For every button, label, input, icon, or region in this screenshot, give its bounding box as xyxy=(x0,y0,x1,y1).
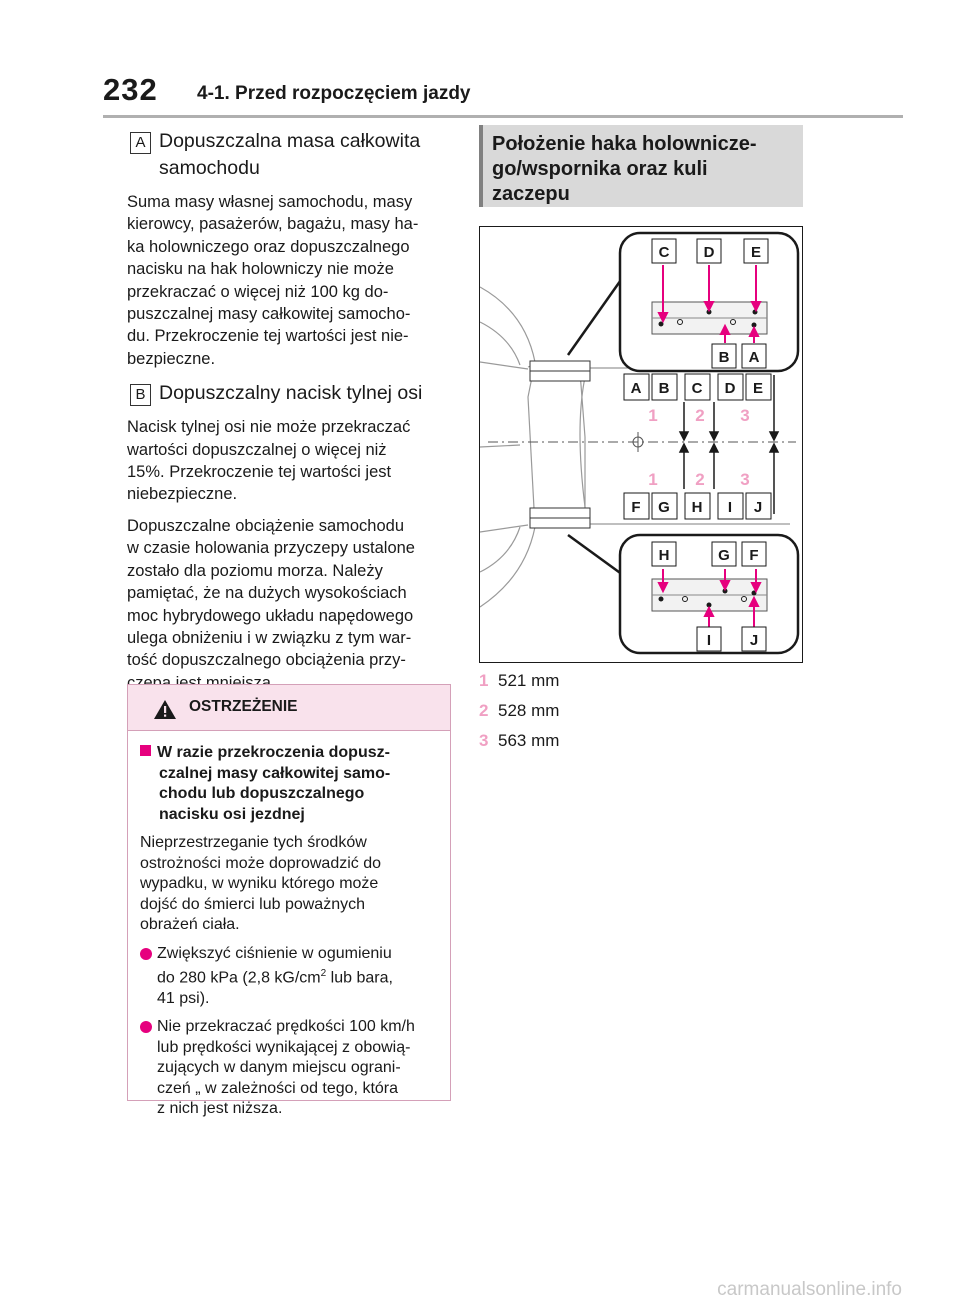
middle-bottom-labels: F G H I J xyxy=(623,492,772,520)
round-bullet-icon xyxy=(140,947,152,960)
warning-bullet-speed: Nie przekraczać prędkości 100 km/h lub p… xyxy=(140,1017,440,1120)
label-mid-j: J xyxy=(754,499,762,516)
label-mid-i: I xyxy=(728,499,732,516)
dim-number-3-bottom: 3 xyxy=(740,470,749,489)
label-bot-f: F xyxy=(749,547,758,564)
item-a-heading: A Dopuszczalna masa całkowita samochodu xyxy=(127,128,453,182)
warning-title: OSTRZEŻENIE xyxy=(189,698,298,715)
warning-heading: W razie przekroczenia dopusz- czalnej ma… xyxy=(140,743,440,825)
bottom-pink-arrows xyxy=(657,569,762,627)
top-pink-arrows xyxy=(657,265,762,343)
dim-number-3-top: 3 xyxy=(740,406,749,425)
section-heading: Położenie haka holownicze- go/wspornika … xyxy=(479,125,803,207)
dimension-arrows xyxy=(678,375,780,514)
label-top-a: A xyxy=(749,349,760,366)
warning-header: OSTRZEŻENIE xyxy=(128,685,450,731)
label-mid-a: A xyxy=(631,380,642,397)
label-mid-b: B xyxy=(659,380,670,397)
warning-bullet-pressure: Zwiększyć ciśnienie w ogumieniu do 280 k… xyxy=(140,944,440,1010)
page-number: 232 xyxy=(103,72,158,107)
item-b-text: Nacisk tylnej osi nie może przekraczać w… xyxy=(127,418,411,504)
label-top-c: C xyxy=(659,244,670,261)
label-top-b: B xyxy=(719,349,730,366)
dim-number-2-bottom: 2 xyxy=(695,470,704,489)
dim-number-1-top: 1 xyxy=(648,406,657,425)
dim-number-2-top: 2 xyxy=(695,406,704,425)
page-header: 232 4-1. Przed rozpoczęciem jazdy xyxy=(0,0,960,118)
warning-box: OSTRZEŻENIE W razie przekroczenia dopusz… xyxy=(127,684,451,1117)
hitch-diagram-svg: C D E B A A B C D E 1 2 3 1 2 3 xyxy=(480,231,800,655)
top-inset-labels: C D E B A xyxy=(651,238,769,369)
left-column: A Dopuszczalna masa całkowita samochodu … xyxy=(127,125,453,694)
item-a-title-line: Dopuszczalna masa całkowita xyxy=(159,130,421,152)
callout-lines xyxy=(566,276,625,577)
chapter-title: 4-1. Przed rozpoczęciem jazdy xyxy=(197,83,471,104)
label-bot-g: G xyxy=(718,547,730,564)
label-bot-h: H xyxy=(659,547,670,564)
altitude-paragraph: Dopuszczalne obciążenie samochodu w czas… xyxy=(127,516,415,692)
dim-number-1-bottom: 1 xyxy=(648,470,657,489)
car-outline xyxy=(480,286,586,608)
label-mid-f: F xyxy=(631,499,640,516)
label-bot-i: I xyxy=(707,632,711,649)
item-b-title: Dopuszczalny nacisk tylnej osi xyxy=(159,382,423,405)
label-top-e: E xyxy=(751,244,761,261)
label-mid-d: D xyxy=(725,380,736,397)
item-a-marker: A xyxy=(130,132,151,154)
label-mid-e: E xyxy=(753,380,763,397)
middle-top-labels: A B C D E xyxy=(623,373,772,401)
square-bullet-icon xyxy=(140,745,151,756)
hitch-position-diagram: C D E B A A B C D E 1 2 3 1 2 3 xyxy=(479,226,803,663)
label-mid-g: G xyxy=(658,499,670,516)
header-divider xyxy=(103,115,903,118)
warning-text: Nieprzestrzeganie tych środków ostrożnoś… xyxy=(140,834,382,933)
warning-triangle-icon xyxy=(154,700,176,719)
item-b-marker: B xyxy=(130,384,151,407)
dimension-numbers: 1 2 3 1 2 3 xyxy=(648,406,749,489)
watermark: carmanualsonline.info xyxy=(717,1279,902,1300)
item-a-text: Suma masy własnej samochodu, masy kierow… xyxy=(127,193,419,368)
bottom-inset-labels: H G F I J xyxy=(651,541,767,652)
label-mid-h: H xyxy=(692,499,703,516)
item-b-heading: B Dopuszczalny nacisk tylnej osi xyxy=(127,380,453,407)
round-bullet-icon xyxy=(140,1021,152,1034)
item-a-title-line: samochodu xyxy=(159,157,260,179)
label-top-d: D xyxy=(704,244,715,261)
label-bot-j: J xyxy=(750,632,758,649)
hitch-bars xyxy=(529,360,591,529)
warning-body: W razie przekroczenia dopusz- czalnej ma… xyxy=(128,731,450,1120)
label-mid-c: C xyxy=(692,380,703,397)
